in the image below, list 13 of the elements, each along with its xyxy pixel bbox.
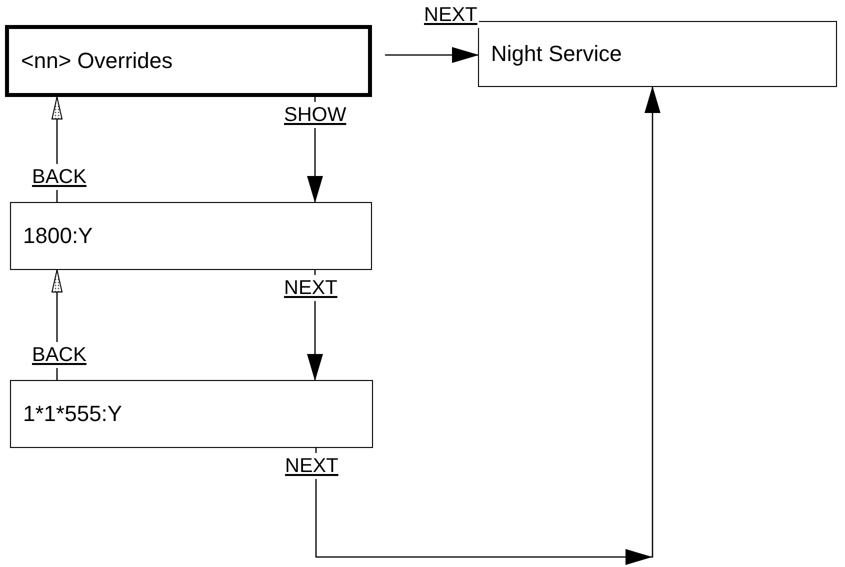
menu-text: 1800:Y: [23, 222, 93, 250]
menu-box: [478, 21, 837, 87]
menu-box: [5, 25, 372, 97]
menu-box: [10, 202, 372, 270]
edge-label: BACK: [30, 342, 88, 368]
menu-text: Night Service: [491, 40, 622, 68]
edge-label: NEXT: [282, 275, 340, 301]
menu-text: <nn> Overrides: [21, 47, 173, 75]
edge-label: SHOW: [282, 102, 348, 128]
edge-label: NEXT: [283, 453, 340, 479]
menu-text: 1*1*555:Y: [23, 400, 122, 428]
edge-label: BACK: [30, 164, 88, 190]
menu-box: [10, 380, 373, 448]
